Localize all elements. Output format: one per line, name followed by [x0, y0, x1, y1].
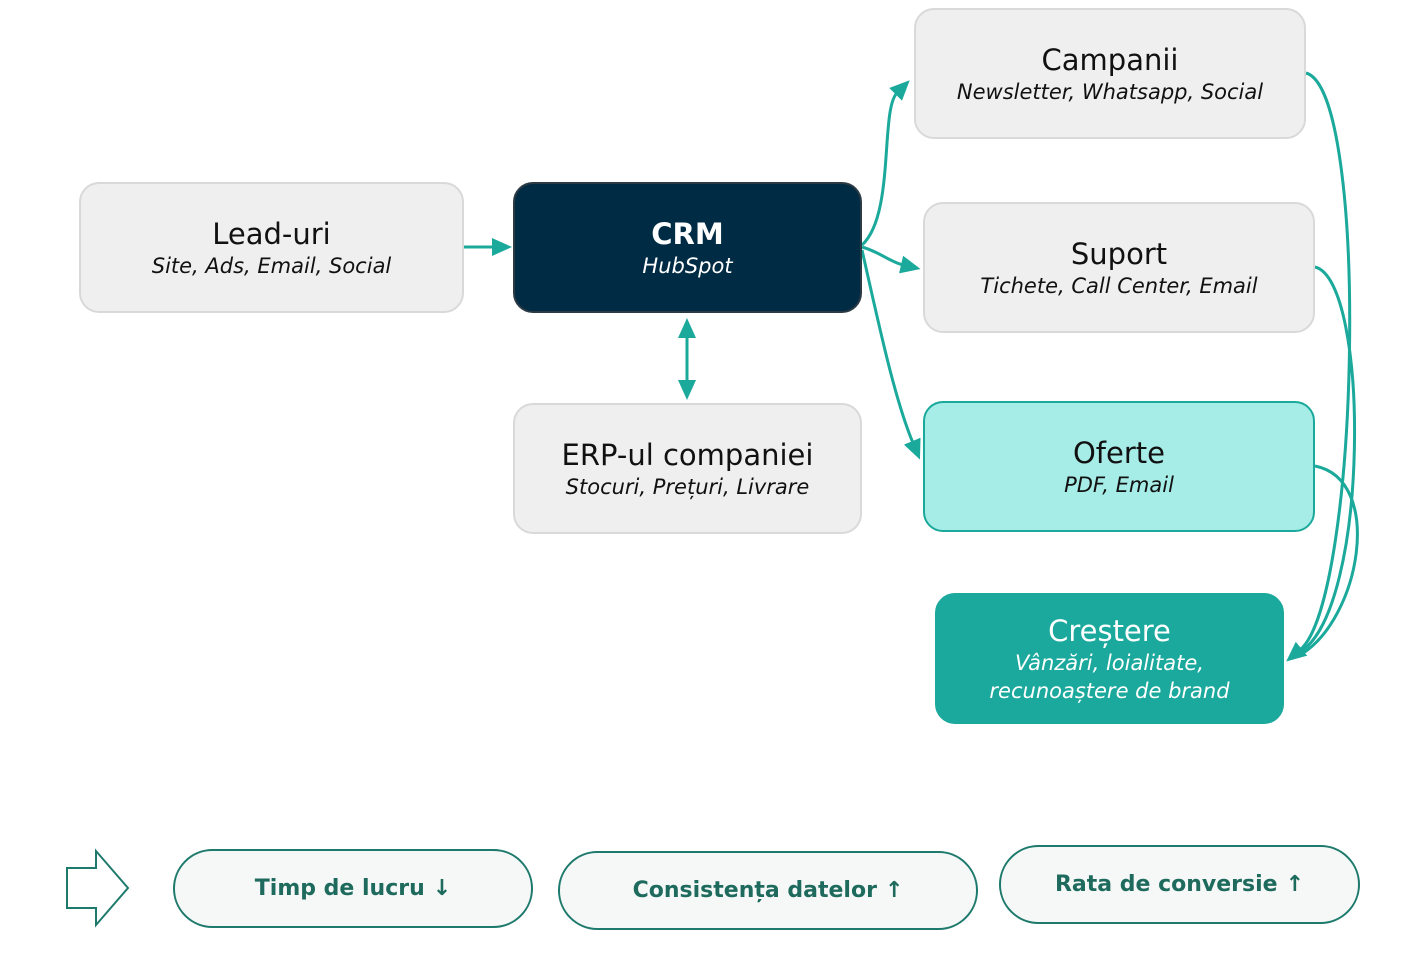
edge-campanii-crestere: [1286, 71, 1352, 662]
leads-title: Lead-uri: [212, 216, 331, 251]
suport-title: Suport: [1070, 236, 1168, 271]
outline-right-arrow-icon: [66, 848, 130, 928]
crestere-node: Creștere Vânzări, loialitate, recunoaște…: [935, 593, 1284, 724]
erp-title: ERP-ul companiei: [561, 437, 814, 472]
arrow-up-icon: ↑: [1285, 872, 1305, 897]
crm-title: CRM: [651, 216, 724, 251]
campanii-title: Campanii: [1041, 42, 1179, 77]
oferte-subtitle: PDF, Email: [1064, 472, 1174, 497]
oferte-node: Oferte PDF, Email: [923, 401, 1315, 532]
suport-subtitle: Tichete, Call Center, Email: [980, 273, 1258, 298]
outcome-label: Consistența datelor: [632, 878, 877, 903]
arrow-down-icon: ↓: [432, 876, 452, 901]
crestere-subtitle-line2: recunoaștere de brand: [989, 678, 1230, 703]
erp-node: ERP-ul companiei Stocuri, Prețuri, Livra…: [513, 403, 862, 534]
crestere-title: Creștere: [1048, 613, 1171, 648]
campanii-subtitle: Newsletter, Whatsapp, Social: [956, 79, 1264, 104]
suport-node: Suport Tichete, Call Center, Email: [923, 202, 1315, 333]
erp-subtitle: Stocuri, Prețuri, Livrare: [565, 474, 810, 499]
edge-crm-campanii: [860, 80, 910, 247]
arrow-up-icon: ↑: [884, 878, 904, 903]
crm-node: CRM HubSpot: [513, 182, 862, 313]
outcome-label: Timp de lucru: [254, 876, 425, 901]
edge-crm-suport: [861, 245, 921, 274]
leads-subtitle: Site, Ads, Email, Social: [151, 253, 392, 278]
outcome-pill-timp: Timp de lucru ↓: [173, 849, 533, 928]
crestere-subtitle-line1: Vânzări, loialitate,: [1015, 650, 1204, 675]
leads-node: Lead-uri Site, Ads, Email, Social: [79, 182, 464, 313]
edge-crm-oferte: [860, 249, 921, 460]
oferte-title: Oferte: [1072, 435, 1165, 470]
campanii-node: Campanii Newsletter, Whatsapp, Social: [914, 8, 1306, 139]
outcome-pill-rata: Rata de conversie ↑: [999, 845, 1360, 924]
outcome-pill-consistenta: Consistența datelor ↑: [558, 851, 978, 930]
outcome-label: Rata de conversie: [1054, 872, 1278, 897]
crm-subtitle: HubSpot: [642, 253, 733, 278]
